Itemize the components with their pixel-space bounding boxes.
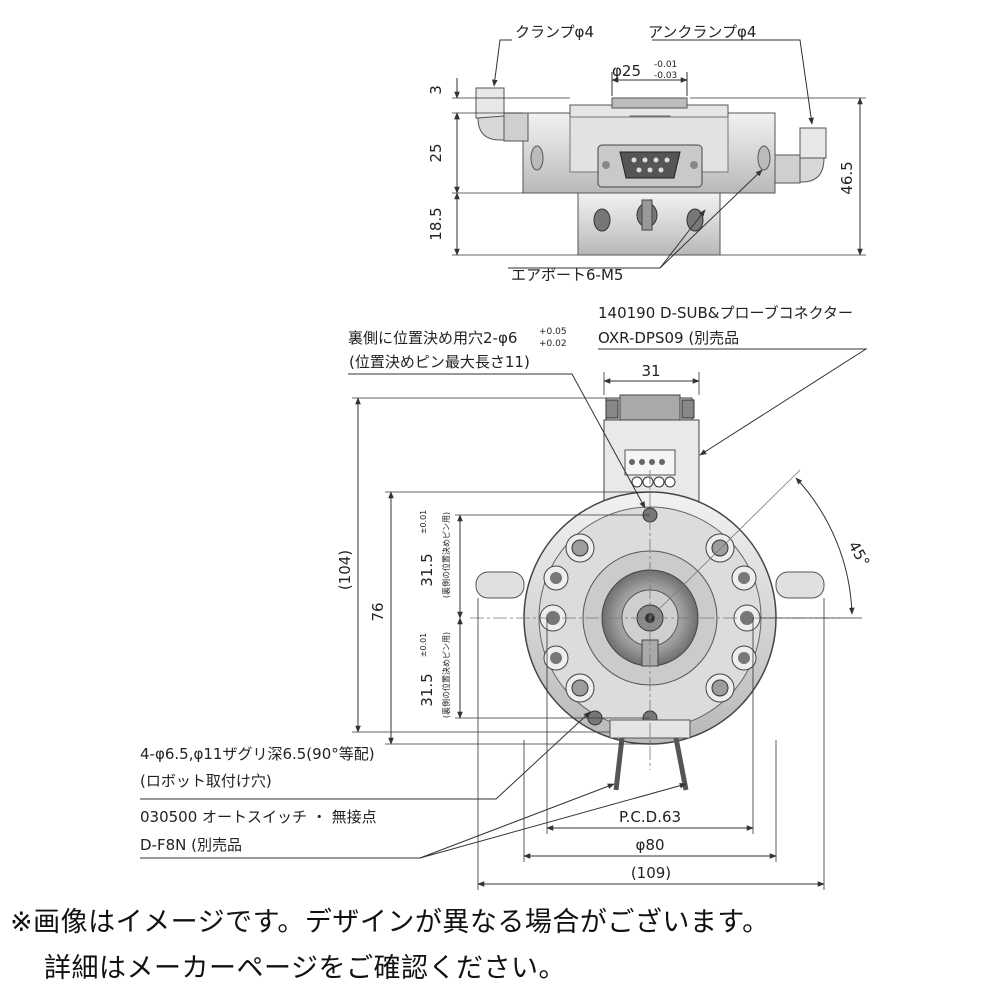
dia-25-label: φ25 [612,62,641,80]
auto-switches [609,719,691,791]
clamp-label: クランプφ4 [515,23,594,41]
connector-label-1: 140190 D-SUB&プローブコネクター [598,304,853,322]
tol-lower: ±0.01 [419,633,428,658]
angle-45: 45° [845,538,874,570]
dim-31-5-lower: 31.5 [418,673,436,706]
pin-hole-tol-upper: +0.05 [539,327,567,337]
air-port-label: エアポート6-M5 [511,266,623,284]
dia-25-tol-lower: -0.03 [654,71,677,81]
dim-pcd-63: P.C.D.63 [619,808,681,826]
connector-label-2: OXR-DPS09 (別売品 [598,329,739,347]
switch-label-1: 030500 オートスイッチ ・ 無接点 [140,808,377,826]
bolt-label-2: (ロボット取付け穴) [140,772,272,790]
tol-upper: ±0.01 [419,510,428,535]
disclaimer-line-2: 詳細はメーカーページをご確認ください。 [44,953,566,984]
dim-3: 3 [427,85,445,95]
dim-25: 25 [427,143,445,162]
dim-104: (104) [336,550,354,590]
dim-76: 76 [369,602,387,621]
dim-80: φ80 [636,836,665,854]
dia-25-tol-upper: -0.01 [654,60,677,70]
pin-note-upper: (裏側の位置決めピン用) [441,512,451,598]
pin-note-lower: (裏側の位置決めピン用) [441,632,451,718]
dim-31: 31 [641,362,660,380]
dsub-connector-top [597,144,703,188]
bolt-label-1: 4-φ6.5,φ11ザグリ深6.5(90°等配) [140,745,375,763]
unclamp-label: アンクランプφ4 [648,23,756,41]
switch-label-2: D-F8N (別売品 [140,836,242,854]
front-view: 31 140190 D-SUB&プローブコネクター OXR-DPS09 (別売品… [140,304,873,890]
unclamp-fitting [774,127,827,184]
top-view: クランプφ4 アンクランプφ4 φ25 -0.01 -0.03 3 25 18.… [427,23,866,284]
dim-31-5-upper: 31.5 [418,553,436,586]
dim-46-5: 46.5 [838,161,856,194]
dim-109: (109) [631,864,671,882]
pin-hole-tol-lower: +0.02 [539,339,567,349]
disclaimer-line-1: ※画像はイメージです。デザインが異なる場合がございます。 [10,907,770,938]
pin-hole-label-2: (位置決めピン最大長さ11) [349,353,530,371]
top-shaft [611,97,688,109]
dim-18-5: 18.5 [427,207,445,240]
pin-hole-label: 裏側に位置決め用穴2-φ6 [348,329,517,347]
connector-module [603,394,700,509]
clamp-fitting [475,87,529,142]
